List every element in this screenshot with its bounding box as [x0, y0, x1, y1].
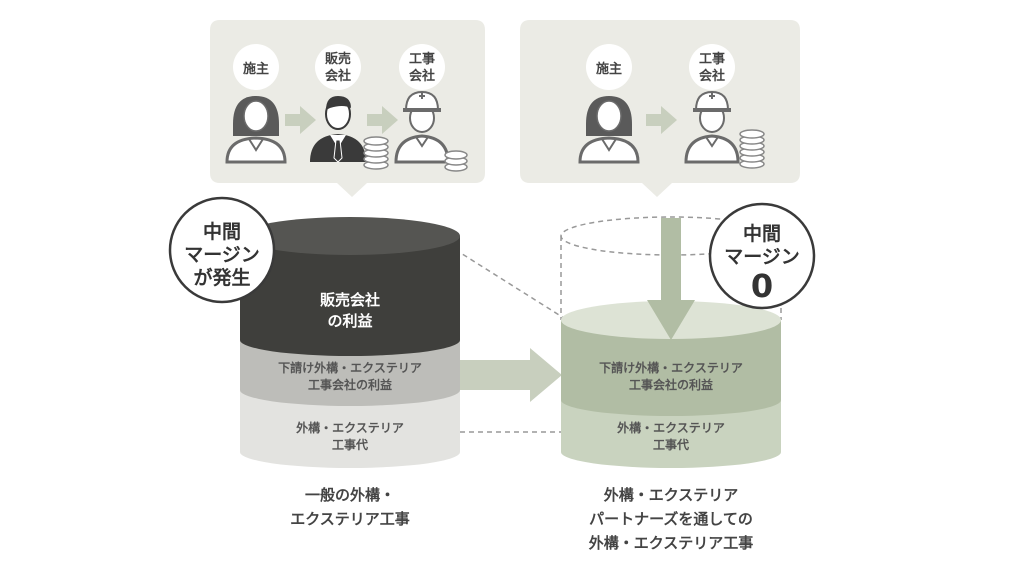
- construction-company-label-line2: 会社: [409, 68, 435, 84]
- construction-cost-label-line1: 外構・エクステリア: [617, 420, 725, 435]
- left-caption-line2: エクステリア工事: [290, 510, 410, 528]
- left-cost-cylinder: 販売会社 の利益 下請け外構・エクステリア 工事会社の利益 外構・エクステリア …: [240, 217, 460, 468]
- flow-arrow-icon: [285, 106, 316, 134]
- sales-company-label-line2: 会社: [325, 68, 351, 84]
- construction-company-actor: 工事 会社: [684, 44, 765, 169]
- coin-stack-icon: [739, 129, 765, 169]
- subcontractor-profit-label-line1: 下請け外構・エクステリア: [278, 360, 422, 375]
- woman-person-icon: [225, 96, 287, 164]
- left-flow-panel: 施主 販売 会社: [210, 20, 485, 197]
- sales-profit-label-line1: 販売会社: [320, 291, 380, 309]
- zero-margin-badge: 中間 マージン 0: [708, 202, 816, 310]
- client-label: 施主: [596, 61, 622, 77]
- worker-person-icon: [684, 90, 740, 164]
- margin-occurs-line2: マージン: [184, 244, 260, 266]
- flow-arrow-icon: [367, 106, 398, 134]
- transition-arrow-icon: [460, 348, 562, 402]
- down-arrow-icon: [647, 218, 695, 340]
- zero-margin-line2: マージン: [724, 246, 800, 268]
- margin-occurs-badge: 中間 マージン が発生: [168, 196, 276, 304]
- subcontractor-profit-label-line2: 工事会社の利益: [629, 377, 713, 392]
- left-caption: 一般の外構・ エクステリア工事: [290, 486, 410, 528]
- construction-company-label-line1: 工事: [409, 51, 435, 67]
- client-label: 施主: [243, 61, 269, 77]
- businessman-person-icon: [310, 96, 366, 163]
- left-caption-line1: 一般の外構・: [305, 486, 395, 504]
- margin-occurs-line3: が発生: [193, 266, 250, 289]
- sales-company-label-line1: 販売: [325, 51, 351, 67]
- sales-company-actor: 販売 会社: [310, 44, 389, 170]
- right-cost-cylinder: 下請け外構・エクステリア 工事会社の利益 外構・エクステリア 工事代: [560, 216, 782, 468]
- woman-person-icon: [578, 96, 640, 164]
- subcontractor-profit-label-line1: 下請け外構・エクステリア: [599, 360, 743, 375]
- sales-profit-label-line2: の利益: [327, 312, 372, 330]
- construction-cost-label-line2: 工事代: [332, 437, 368, 452]
- coin-stack-icon: [444, 150, 468, 172]
- zero-margin-line1: 中間: [743, 222, 781, 245]
- flow-arrow-icon: [646, 106, 677, 134]
- client-actor: 施主: [578, 44, 640, 164]
- client-actor: 施主: [225, 44, 287, 164]
- right-caption-line3: 外構・エクステリア工事: [588, 534, 754, 552]
- comparison-guide-lines: [439, 239, 576, 433]
- right-caption-line1: 外構・エクステリア: [603, 486, 739, 504]
- construction-cost-label-line1: 外構・エクステリア: [296, 420, 404, 435]
- margin-occurs-line1: 中間: [203, 220, 241, 243]
- right-caption-line2: パートナーズを通しての: [589, 510, 753, 528]
- coin-stack-icon: [363, 136, 389, 170]
- right-caption: 外構・エクステリア パートナーズを通しての 外構・エクステリア工事: [588, 486, 754, 552]
- construction-cost-label-line2: 工事代: [653, 437, 689, 452]
- construction-company-actor: 工事 会社: [394, 44, 468, 172]
- right-flow-panel: 施主 工事 会社: [520, 20, 800, 197]
- construction-company-label-line2: 会社: [699, 68, 725, 84]
- construction-company-label-line1: 工事: [699, 51, 725, 67]
- zero-margin-line3: 0: [751, 267, 773, 305]
- subcontractor-profit-label-line2: 工事会社の利益: [308, 377, 392, 392]
